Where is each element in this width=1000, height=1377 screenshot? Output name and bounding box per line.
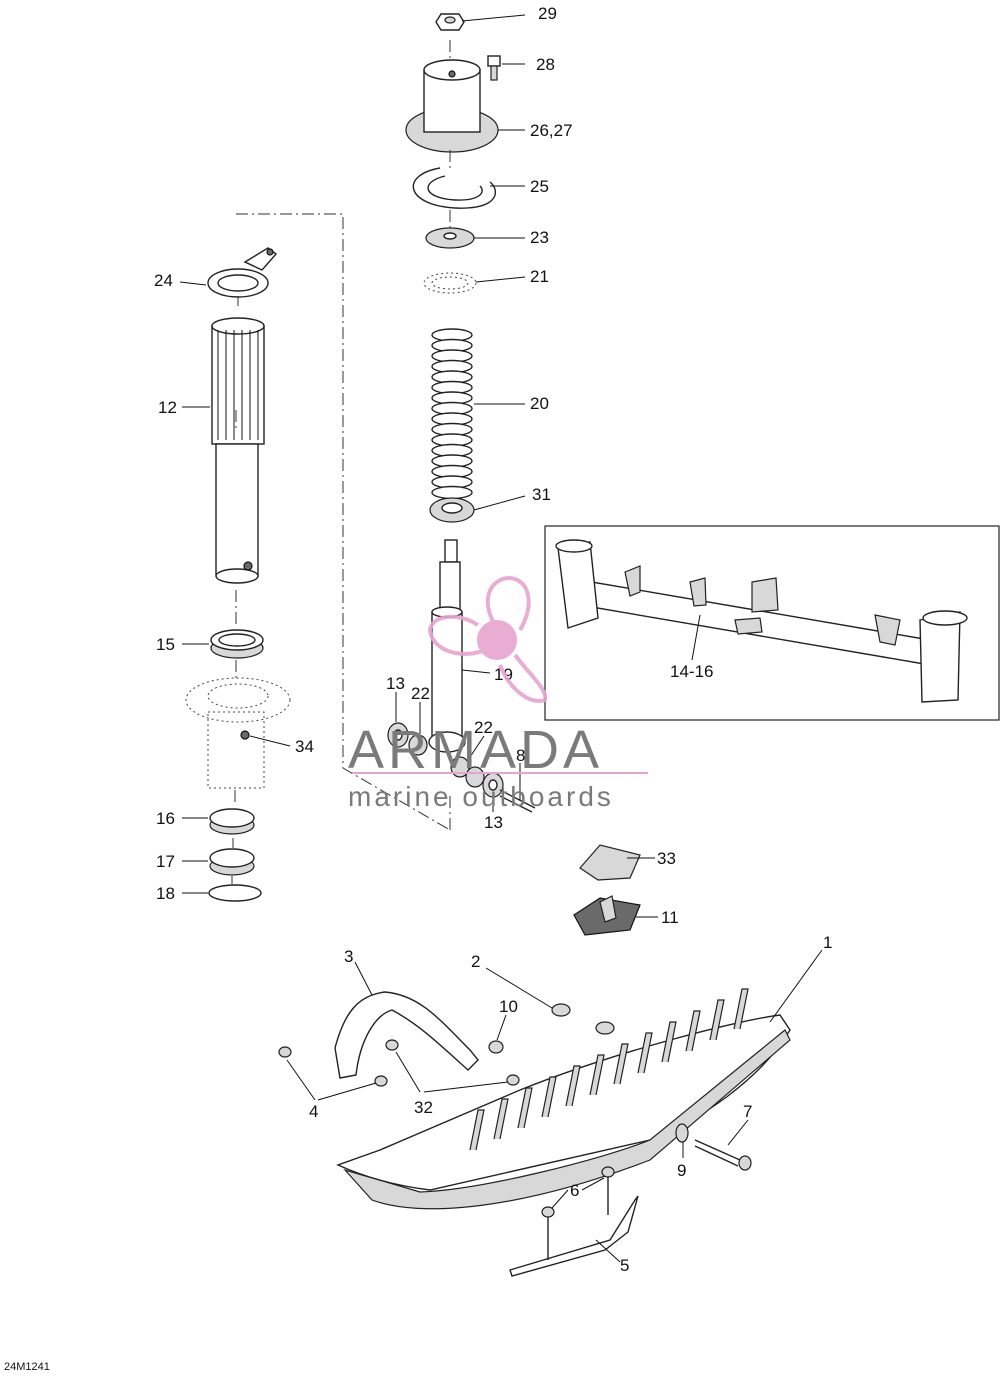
assembly-path-line [231, 213, 451, 884]
ski-rib [685, 1010, 701, 1052]
part-5-runner [509, 1166, 639, 1277]
part-3-handle [334, 991, 479, 1079]
callout-22-left: 22 [411, 684, 430, 703]
ski-rib [661, 1021, 677, 1063]
watermark-tagline: marine outboards [348, 781, 614, 812]
callout-24: 24 [154, 271, 173, 290]
inset-crossbar-box [544, 525, 1000, 721]
part-1-ski [336, 988, 791, 1210]
ski-rib [637, 1032, 653, 1074]
drawing-code: 24M1241 [4, 1361, 50, 1373]
callout-10: 10 [499, 997, 518, 1016]
callout-20: 20 [530, 394, 549, 413]
ski-rib [541, 1076, 557, 1118]
callout-13-bottom: 13 [484, 813, 503, 832]
ski-rib [517, 1087, 533, 1129]
ski-rib [493, 1098, 509, 1140]
part-25-retaining-ring [412, 167, 497, 209]
callout-25: 25 [530, 177, 549, 196]
callout-33: 33 [657, 849, 676, 868]
fasteners-2-10-4-32 [278, 1003, 615, 1087]
callout-4: 4 [309, 1102, 318, 1121]
ski-rib [709, 999, 725, 1041]
part-24-lock-ring [207, 247, 278, 298]
callout-32: 32 [414, 1098, 433, 1117]
part-18-circlip [208, 884, 262, 902]
callout-21: 21 [530, 267, 549, 286]
callout-29: 29 [538, 4, 557, 23]
armada-watermark: ARMADA marine outboards [348, 575, 648, 812]
callout-15: 15 [156, 635, 175, 654]
callout-6: 6 [570, 1181, 579, 1200]
callout-7: 7 [743, 1102, 752, 1121]
part-23-washer [425, 227, 475, 249]
part-20-spring [431, 328, 473, 500]
part-11-wear-pad [573, 895, 641, 936]
part-29-nut [435, 13, 465, 31]
part-26-27-shock-cap [405, 59, 499, 153]
watermark-brand: ARMADA [348, 720, 603, 780]
callout-31: 31 [532, 485, 551, 504]
part-16-bushing [209, 808, 255, 835]
spindle-housing-ghost [185, 677, 291, 789]
part-31-spring-seat [429, 497, 475, 523]
parts-7-9-bolt-washer [675, 1123, 752, 1171]
callout-11: 11 [661, 908, 679, 927]
part-28-screw [487, 55, 501, 81]
propeller-logo-icon [427, 575, 548, 703]
callout-5: 5 [620, 1256, 629, 1275]
part-19-shock-body [428, 539, 466, 753]
callout-28: 28 [536, 55, 555, 74]
leader-lines [179, 14, 823, 1263]
part-12-spindle [211, 317, 265, 584]
callout-14-16: 14-16 [670, 662, 713, 681]
callout-13-top: 13 [386, 674, 405, 693]
part-33-bracket [579, 844, 641, 881]
ski-rib [565, 1065, 581, 1107]
callout-9: 9 [677, 1161, 686, 1180]
ski-rib [613, 1043, 629, 1085]
part-21-clip [423, 272, 477, 294]
callout-labels: 29 28 26,27 25 23 21 20 31 24 12 15 34 1… [154, 4, 832, 1275]
callout-2: 2 [471, 952, 480, 971]
part-17-bushing [209, 848, 255, 876]
part-15-bushing [210, 629, 264, 659]
callout-22-right: 22 [474, 718, 493, 737]
callout-8: 8 [516, 746, 525, 765]
spring-coil [431, 485, 473, 500]
callout-1: 1 [823, 933, 832, 952]
ski-rib [469, 1109, 485, 1151]
callout-3: 3 [344, 947, 353, 966]
callout-18: 18 [156, 884, 175, 903]
callout-16: 16 [156, 809, 175, 828]
callout-23: 23 [530, 228, 549, 247]
callout-17: 17 [156, 852, 175, 871]
callout-34: 34 [295, 737, 314, 756]
ski-rib [733, 988, 749, 1030]
callout-26-27: 26,27 [530, 121, 573, 140]
ski-rib [589, 1054, 605, 1096]
callout-12: 12 [158, 398, 177, 417]
